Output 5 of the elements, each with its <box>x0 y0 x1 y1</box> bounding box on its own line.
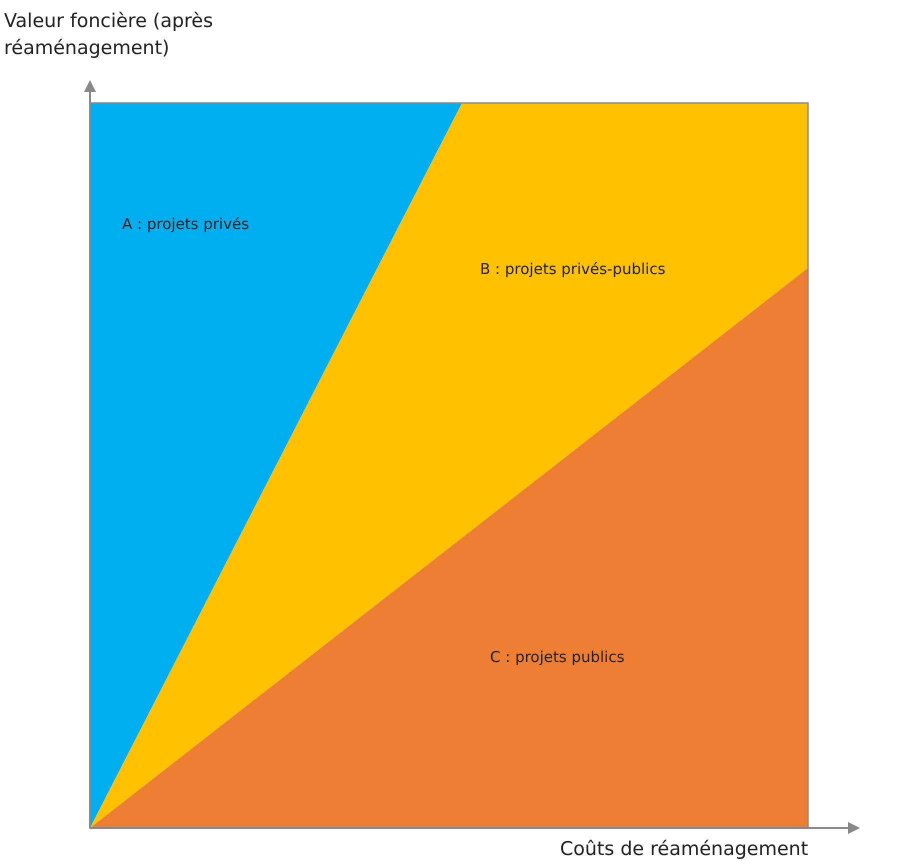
region-label: C : projets publics <box>490 648 624 666</box>
axis-title: Valeur foncière (après réaménagement) <box>4 9 214 61</box>
axis-title: Coûts de réaménagement <box>560 837 810 862</box>
region-label: A : projets privés <box>122 215 250 233</box>
region-label: B : projets privés-publics <box>480 260 666 278</box>
